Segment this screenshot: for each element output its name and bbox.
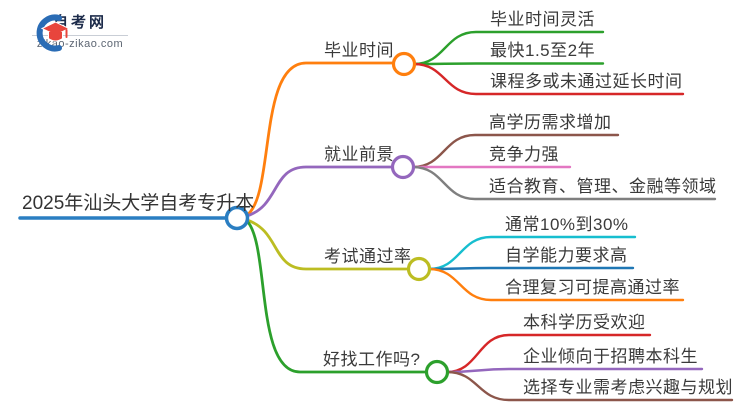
branch-4-child-2-label: 企业倾向于招聘本科生 bbox=[523, 347, 698, 366]
branch-1-child-1-curve bbox=[412, 30, 605, 66]
branch-3-child-2-label: 自学能力要求高 bbox=[505, 246, 628, 265]
branch-2-curve bbox=[245, 165, 394, 218]
branch-3-child-3-curve bbox=[427, 267, 685, 302]
branch-4-child-1-curve bbox=[445, 333, 652, 374]
branch-1-child-3-label: 课程多或未通过延长时间 bbox=[490, 72, 683, 91]
logo-divider bbox=[32, 35, 128, 36]
branch-1-child-2-label: 最快1.5至2年 bbox=[490, 41, 596, 60]
branch-3-child-3-label: 合理复习可提高通过率 bbox=[505, 278, 680, 297]
branch-2-child-3-label: 适合教育、管理、金融等领域 bbox=[489, 177, 717, 196]
branch-2-node-circle[interactable] bbox=[390, 154, 416, 180]
branch-4-node-circle[interactable] bbox=[424, 359, 450, 385]
branch-1-child-3-curve bbox=[412, 62, 685, 96]
branch-4-child-3-curve bbox=[445, 370, 734, 402]
root-label: 2025年汕头大学自考专升本 bbox=[22, 193, 255, 214]
branch-3-curve bbox=[245, 218, 410, 271]
branch-3-label: 考试通过率 bbox=[324, 247, 412, 266]
root-node-circle[interactable] bbox=[224, 205, 250, 231]
branch-1-child-2-curve bbox=[412, 62, 605, 66]
branch-1-child-1-label: 毕业时间灵活 bbox=[490, 10, 595, 29]
graduation-cap-icon bbox=[36, 14, 71, 52]
branch-2-label: 就业前景 bbox=[324, 145, 394, 164]
branch-4-child-3-label: 选择专业需考虑兴趣与规划 bbox=[523, 378, 733, 397]
site-logo[interactable]: 自考网 zikao-zikao.com bbox=[32, 13, 128, 52]
branch-1-label: 毕业时间 bbox=[324, 41, 394, 60]
branch-3-child-1-label: 通常10%到30% bbox=[505, 215, 629, 234]
branch-1-node-circle[interactable] bbox=[391, 51, 417, 77]
branch-4-child-1-label: 本科学历受欢迎 bbox=[523, 313, 646, 332]
branch-3-child-1-curve bbox=[427, 235, 637, 271]
branch-1-curve bbox=[245, 61, 395, 217]
branch-2-child-3-curve bbox=[411, 165, 717, 201]
branch-3-node-circle[interactable] bbox=[406, 256, 432, 282]
branch-2-child-2-label: 竞争力强 bbox=[489, 145, 559, 164]
branch-2-child-1-curve bbox=[411, 133, 620, 169]
branch-3-child-2-curve bbox=[427, 266, 635, 271]
branch-2-child-1-label: 高学历需求增加 bbox=[489, 113, 612, 132]
branch-4-label: 好找工作吗? bbox=[323, 350, 421, 369]
branch-4-curve bbox=[245, 219, 428, 374]
branch-4-child-2-curve bbox=[445, 367, 704, 374]
